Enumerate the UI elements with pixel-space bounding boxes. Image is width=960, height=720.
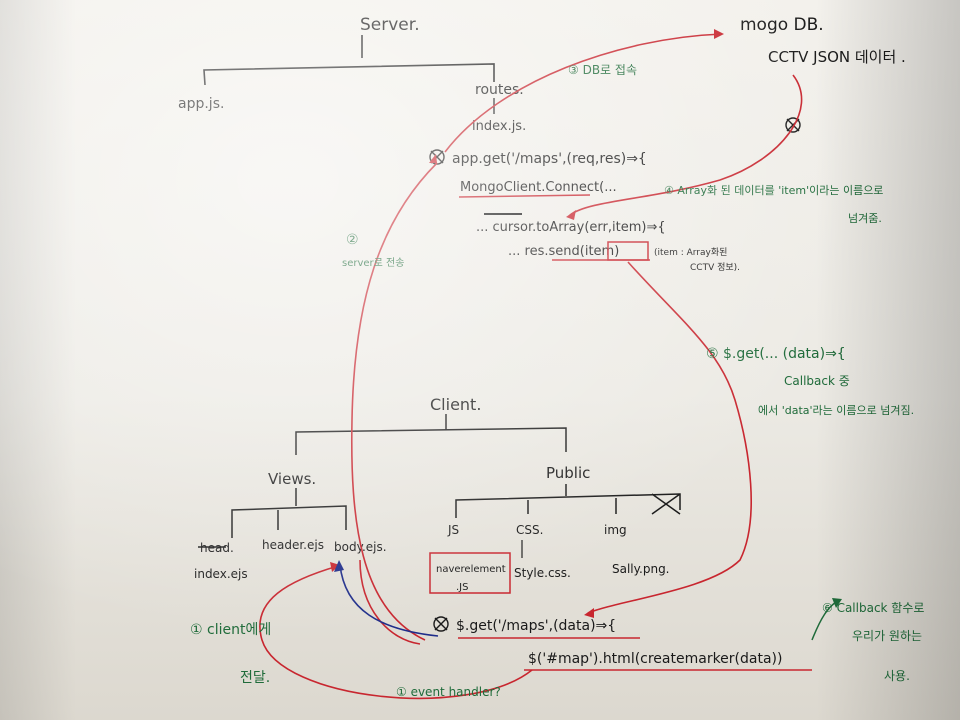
public-file-js: JS — [447, 523, 459, 537]
public-file-css: CSS. — [516, 523, 543, 537]
step1-line2: 전달. — [240, 670, 270, 686]
view-file-index: index.ejs — [194, 567, 248, 581]
view-file-header: header.ejs — [262, 538, 324, 552]
step5-line3: 에서 'data'라는 이름으로 넘겨짐. — [758, 404, 914, 417]
step5-line1: ⑤ $.get(... (data)⇒{ — [706, 346, 846, 362]
client-code-line1: $.get('/maps',(data)⇒{ — [456, 618, 616, 634]
db-cross-marker — [785, 117, 801, 133]
client-cross-marker — [433, 616, 449, 632]
client-root-label: Client. — [430, 395, 481, 414]
item-note-1: (item : Array화된 — [654, 246, 727, 258]
public-label: Public — [546, 464, 590, 482]
event-handler-label: ① event handler? — [396, 685, 501, 699]
step2-number: ② — [346, 232, 359, 248]
db-subtitle: CCTV JSON 데이터 . — [768, 48, 906, 66]
item-note-2: CCTV 정보). — [690, 262, 740, 273]
naver-element-line2: .JS — [456, 582, 468, 593]
step4-line1: ④ Array화 된 데이터를 'item'이라는 이름으로 — [664, 184, 883, 197]
routes-label: routes. — [475, 82, 524, 98]
step6-line1: ⑥ Callback 함수로 — [822, 601, 924, 615]
server-tree-lines — [203, 35, 495, 86]
code-line2-underline — [458, 194, 591, 198]
server-root-label: Server. — [360, 15, 420, 35]
server-code-line3: ... cursor.toArray(err,item)⇒{ — [476, 220, 666, 235]
client-code-line2: $('#map').html(createmarker(data)) — [528, 651, 782, 667]
red-flow-arrows — [259, 33, 803, 700]
db-title: mogo DB. — [740, 15, 824, 35]
arrow-server-to-client — [587, 261, 752, 614]
index-js-label: index.js. — [472, 119, 526, 134]
server-code-line4: ... res.send(item) — [508, 244, 619, 259]
app-js-label: app.js. — [178, 96, 224, 112]
server-code-line1: app.get('/maps',(req,res)⇒{ — [452, 151, 647, 167]
step1-line1: ① client에게 — [190, 622, 271, 638]
step3-annotation: ③ DB로 접속 — [568, 63, 637, 77]
naver-element-line1: naverelement — [436, 564, 506, 575]
step4-line2: 넘겨줌. — [848, 212, 882, 225]
views-label: Views. — [268, 470, 316, 488]
step2-text: server로 전송 — [342, 257, 404, 269]
sally-png-label: Sally.png. — [612, 562, 670, 576]
step6-line3: 사용. — [884, 669, 910, 683]
arrow-client-to-server — [350, 162, 438, 641]
style-css-label: Style.css. — [514, 566, 571, 580]
step6-line2: 우리가 원하는 — [852, 629, 922, 643]
view-file-head: head. — [200, 541, 234, 555]
blue-arrow-body-js — [339, 564, 439, 637]
public-file-img: img — [604, 523, 627, 537]
server-code-line2: MongoClient.Connect(... — [460, 180, 617, 195]
step5-line2: Callback 중 — [784, 374, 850, 388]
